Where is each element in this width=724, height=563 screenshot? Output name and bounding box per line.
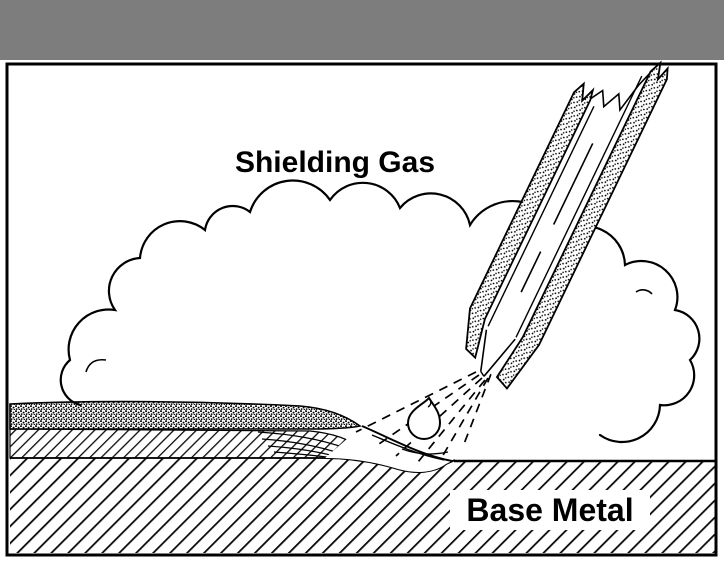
weld-zone-hatch <box>9 428 361 459</box>
window-top-bar <box>0 0 724 60</box>
solidifying-ripple <box>257 431 346 449</box>
pool-inner-edge <box>371 434 445 461</box>
cloud-curl-left <box>85 358 107 373</box>
pool-front-edge <box>361 425 453 462</box>
contact-tip-edge-left <box>479 329 488 372</box>
diagram-canvas: Shielding Gas Base Metal <box>0 60 724 563</box>
gas-flow-line <box>355 371 477 433</box>
droplet-shape <box>406 396 442 440</box>
contact-tip-edge-right <box>483 338 516 377</box>
gas-flow-dashed-lines <box>355 371 492 463</box>
base-metal-label: Base Metal <box>466 492 633 528</box>
gas-flow-line <box>417 379 486 463</box>
electrode-wire-dash <box>520 251 542 293</box>
shielding-gas-label: Shielding Gas <box>235 146 435 179</box>
weld-bead <box>9 400 362 430</box>
gas-flow-line <box>375 374 480 447</box>
nozzle-wall-left <box>465 81 595 360</box>
contact-tip-opening <box>480 371 485 377</box>
gas-flow-line <box>463 373 492 445</box>
inner-tube-line-right <box>515 75 643 338</box>
gas-flow-line <box>395 377 483 457</box>
electrode-wire-dash <box>552 143 594 225</box>
electrode-wire <box>520 143 594 293</box>
welding-gun-nozzle <box>465 60 669 391</box>
cloud-curl-right <box>635 289 653 295</box>
broken-end-zigzag <box>590 72 651 113</box>
base-metal-label-background <box>450 490 650 530</box>
solidified-weld-zone <box>9 428 361 459</box>
panel-border <box>5 62 718 557</box>
nozzle-wall-right <box>495 60 669 390</box>
inner-tube-line-left <box>487 105 595 327</box>
droplet-curl <box>427 397 432 408</box>
molten-droplet <box>406 396 442 440</box>
welding-diagram: Shielding Gas Base Metal <box>5 60 718 557</box>
